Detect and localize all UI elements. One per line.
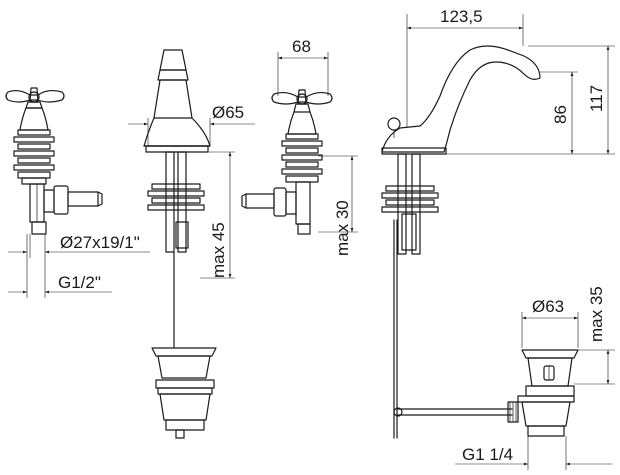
right-valve (241, 52, 358, 235)
spout-side-view (381, 14, 615, 470)
dimension-width-123-5: 123,5 (440, 7, 483, 26)
spout-front-view (128, 49, 255, 439)
dimension-height-86: 86 (551, 105, 570, 124)
dimension-height-117: 117 (587, 85, 606, 112)
dimension-max-30: max 30 (333, 200, 352, 256)
dimension-diam-65: Ø65 (212, 103, 244, 122)
dimension-thread-27: Ø27x19/1" (60, 233, 140, 252)
dimension-diam-63: Ø63 (532, 297, 564, 316)
dimension-width-68: 68 (292, 37, 311, 56)
dimension-thread-g114: G1 1/4 (462, 445, 513, 464)
dimension-max-45: max 45 (209, 222, 228, 278)
dimension-thread-g12: G1/2" (58, 273, 101, 292)
left-valve (5, 87, 150, 298)
dimension-max-35: max 35 (587, 286, 606, 342)
